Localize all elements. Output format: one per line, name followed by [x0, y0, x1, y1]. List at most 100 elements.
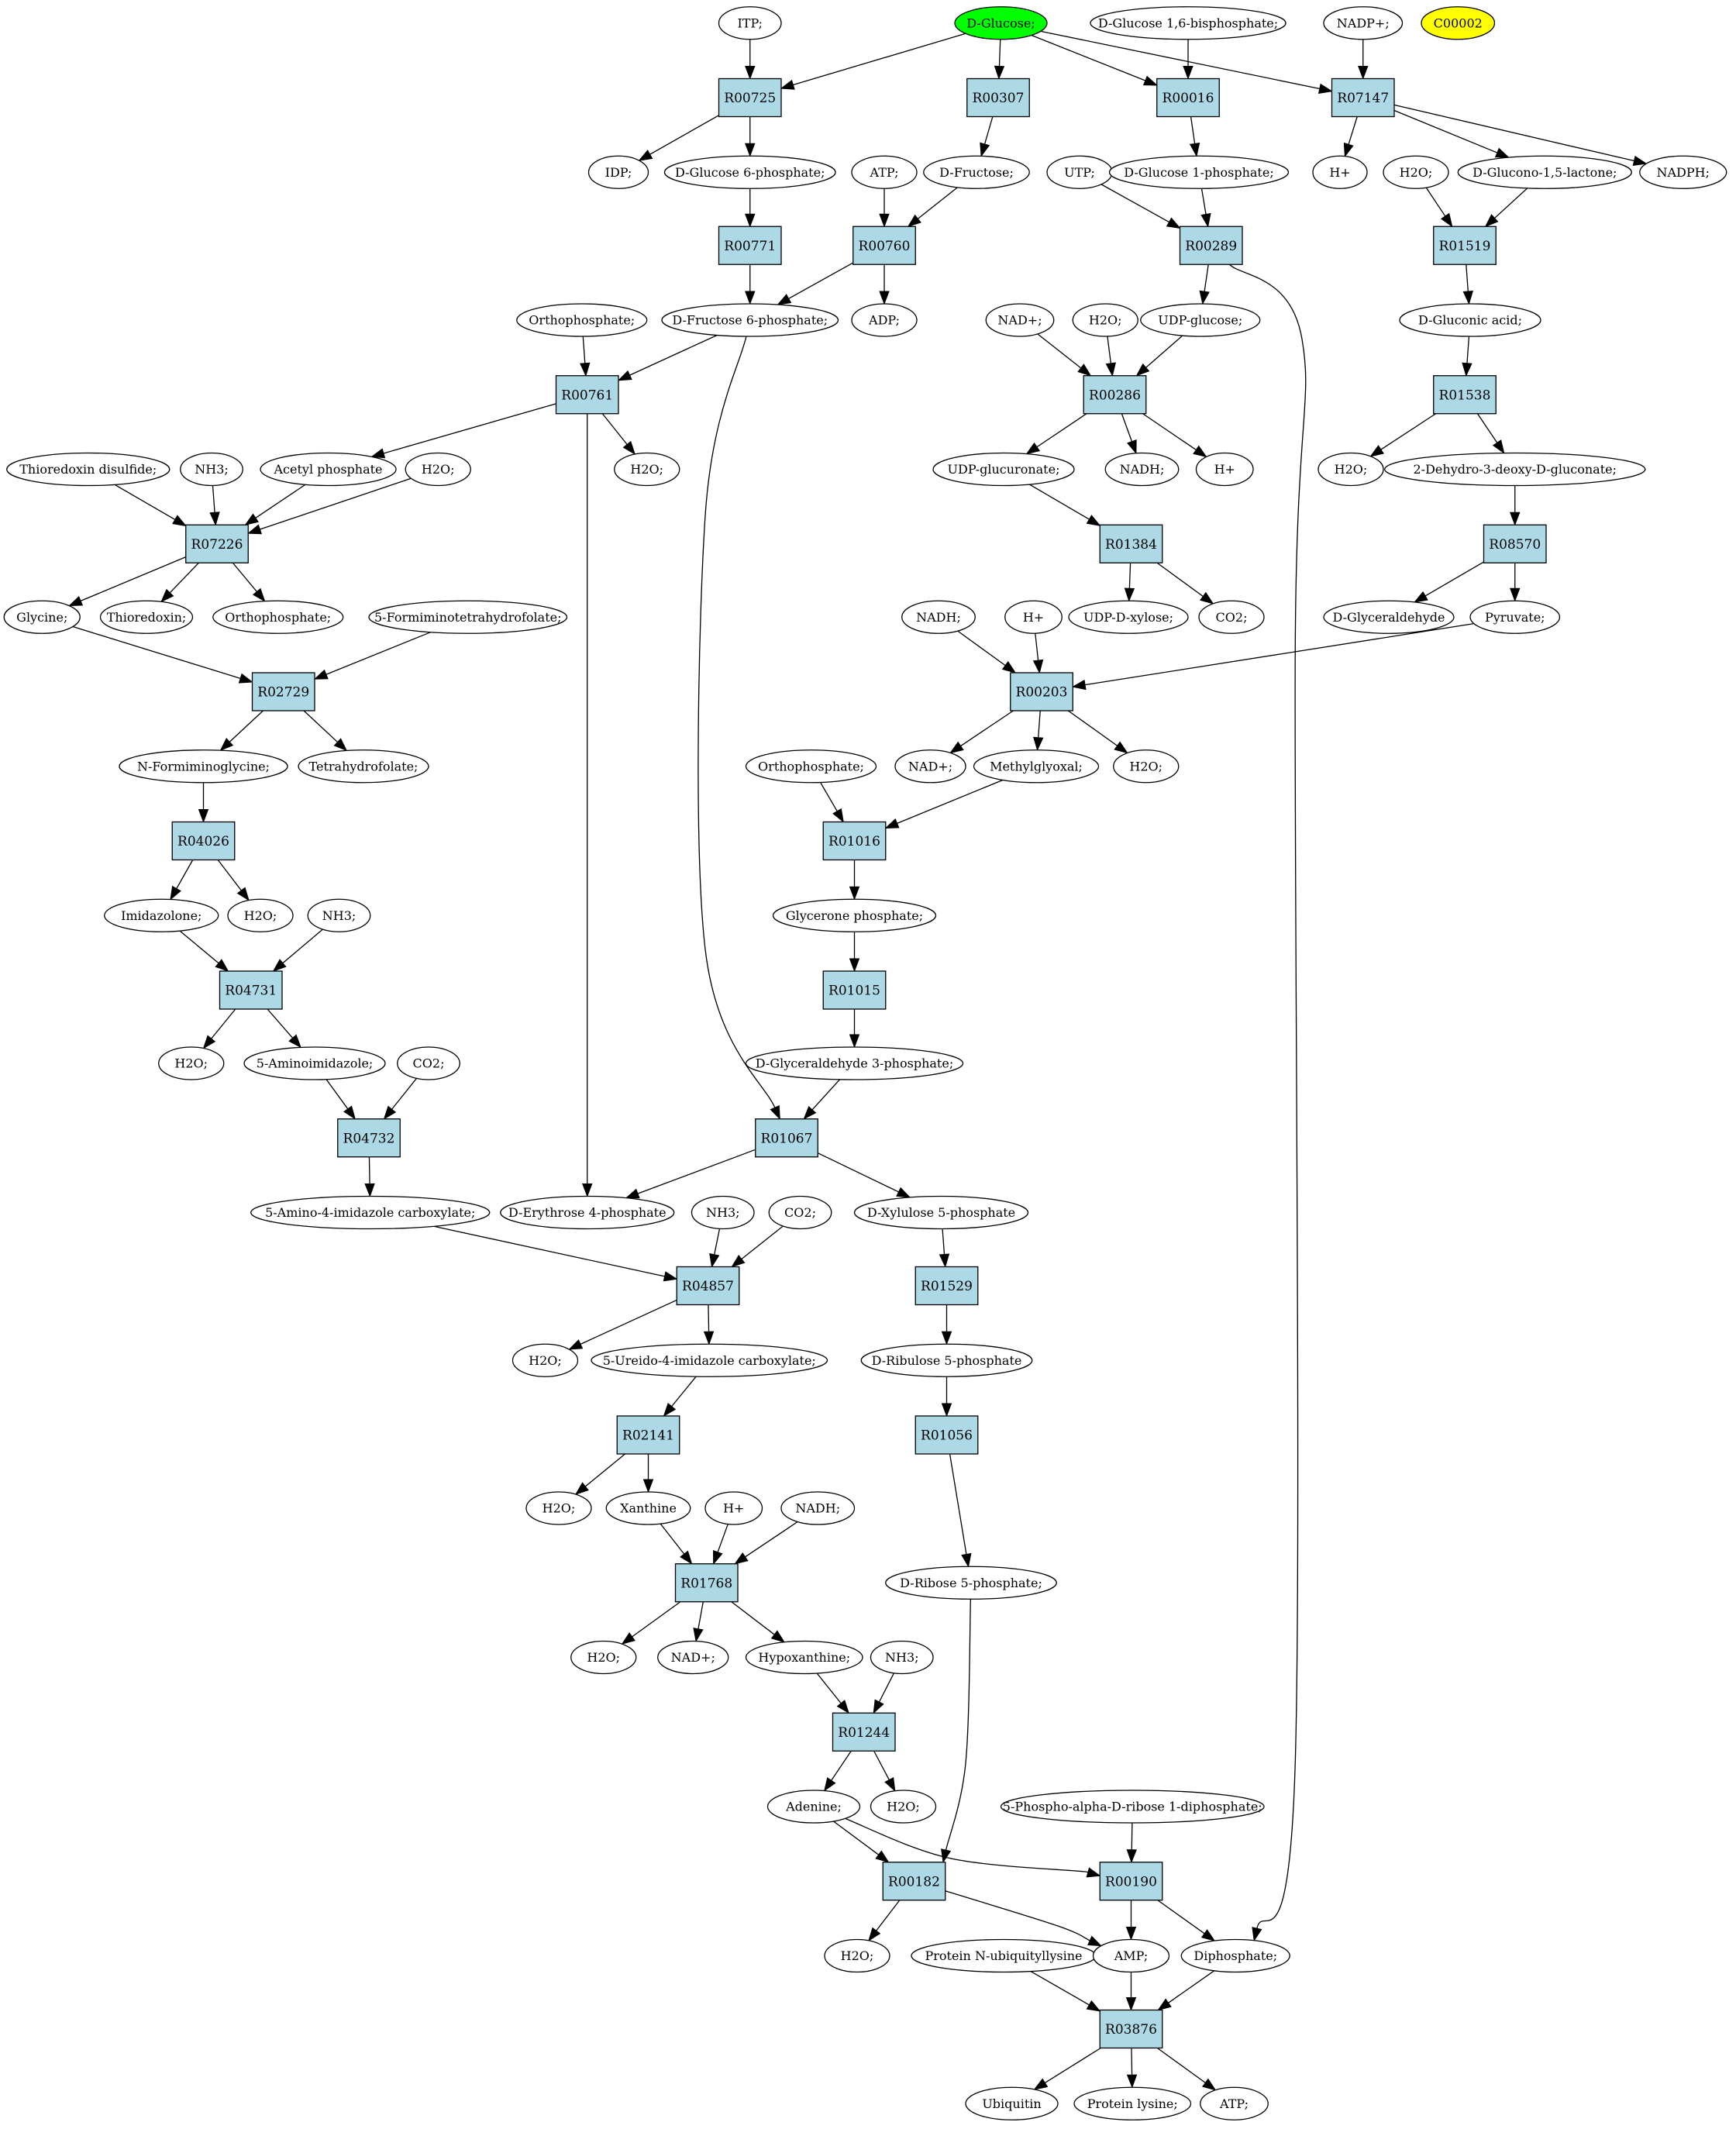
reaction-R00725[interactable]: R00725: [718, 78, 782, 118]
compound-idp[interactable]: IDP;: [587, 155, 649, 189]
reaction-R02141[interactable]: R02141: [616, 1415, 680, 1455]
compound-nad3[interactable]: NAD+;: [657, 1640, 729, 1675]
compound-co21[interactable]: CO2;: [1198, 600, 1265, 634]
reaction-R04732[interactable]: R04732: [337, 1118, 401, 1158]
compound-h2o4[interactable]: H2O;: [614, 452, 680, 487]
compound-udpxyl[interactable]: UDP-D-xylose;: [1068, 600, 1189, 634]
compound-h2o13[interactable]: H2O;: [824, 1938, 890, 1973]
compound-aminoimid[interactable]: 5-Aminoimidazole;: [243, 1046, 386, 1080]
reaction-R01538[interactable]: R01538: [1433, 375, 1497, 415]
reaction-R03876[interactable]: R03876: [1099, 2009, 1163, 2049]
compound-nadph[interactable]: NADPH;: [1639, 155, 1727, 189]
reaction-R00016[interactable]: R00016: [1156, 78, 1220, 118]
compound-adp[interactable]: ADP;: [851, 303, 918, 337]
compound-diphos[interactable]: Diphosphate;: [1180, 1938, 1290, 1973]
compound-x5p[interactable]: D-Xylulose 5-phosphate: [853, 1195, 1029, 1230]
compound-h2o10[interactable]: H2O;: [525, 1491, 592, 1525]
compound-nadh1[interactable]: NADH;: [1104, 452, 1180, 487]
compound-dglc16bp[interactable]: D-Glucose 1,6-bisphosphate;: [1090, 6, 1286, 40]
compound-h2o1[interactable]: H2O;: [1383, 155, 1449, 189]
reaction-R07226[interactable]: R07226: [185, 524, 249, 563]
compound-thio[interactable]: Thioredoxin;: [99, 600, 194, 634]
compound-fithf[interactable]: 5-Formiminotetrahydrofolate;: [368, 600, 568, 634]
compound-imidazolone[interactable]: Imidazolone;: [104, 898, 219, 932]
compound-kdg[interactable]: 2-Dehydro-3-deoxy-D-gluconate;: [1384, 452, 1646, 487]
compound-itp[interactable]: ITP;: [718, 6, 782, 40]
compound-h2o12[interactable]: H2O;: [870, 1790, 937, 1824]
compound-ubiquitin[interactable]: Ubiquitin: [965, 2086, 1059, 2120]
compound-aic[interactable]: 5-Amino-4-imidazole carboxylate;: [250, 1195, 491, 1230]
compound-nadp[interactable]: NADP+;: [1323, 6, 1404, 40]
reaction-R00760[interactable]: R00760: [852, 226, 916, 265]
compound-atp2[interactable]: ATP;: [1200, 2086, 1269, 2120]
compound-xanthine[interactable]: Xanthine: [605, 1491, 691, 1525]
compound-utp[interactable]: UTP;: [1046, 155, 1113, 189]
compound-nadh2[interactable]: NADH;: [901, 600, 976, 634]
compound-acp[interactable]: Acetyl phosphate: [260, 452, 397, 487]
reaction-R01015[interactable]: R01015: [822, 970, 887, 1010]
compound-nh31[interactable]: NH3;: [180, 452, 243, 487]
compound-pyruvate[interactable]: Pyruvate;: [1469, 600, 1561, 634]
compound-hplus4[interactable]: H+: [704, 1491, 763, 1525]
reaction-R00203[interactable]: R00203: [1010, 672, 1073, 711]
reaction-R01519[interactable]: R01519: [1433, 226, 1497, 265]
reaction-R04026[interactable]: R04026: [171, 821, 236, 861]
compound-thf[interactable]: Tetrahydrofolate;: [298, 749, 429, 784]
reaction-R00286[interactable]: R00286: [1083, 375, 1147, 415]
compound-nh33[interactable]: NH3;: [691, 1195, 755, 1230]
compound-co22[interactable]: CO2;: [397, 1046, 460, 1080]
reaction-R01529[interactable]: R01529: [914, 1266, 979, 1306]
compound-amp[interactable]: AMP;: [1092, 1938, 1170, 1973]
compound-gnp[interactable]: Glycerone phosphate;: [772, 898, 937, 932]
compound-glucono[interactable]: D-Glucono-1,5-lactone;: [1457, 155, 1632, 189]
reaction-R01056[interactable]: R01056: [914, 1415, 979, 1455]
compound-dg6p[interactable]: D-Glucose 6-phosphate;: [663, 155, 836, 189]
compound-plys[interactable]: Protein lysine;: [1073, 2086, 1192, 2120]
compound-thiodis[interactable]: Thioredoxin disulfide;: [6, 452, 170, 487]
compound-nfgly[interactable]: N-Formiminoglycine;: [119, 749, 288, 784]
reaction-R04857[interactable]: R04857: [676, 1266, 740, 1306]
reaction-R00182[interactable]: R00182: [882, 1862, 946, 1901]
compound-h2o8[interactable]: H2O;: [158, 1046, 225, 1080]
compound-h2o2[interactable]: H2O;: [1072, 303, 1138, 337]
compound-h2o7[interactable]: H2O;: [227, 898, 294, 932]
compound-orthop3[interactable]: Orthophosphate;: [745, 749, 877, 784]
compound-h2o3[interactable]: H2O;: [405, 452, 471, 487]
compound-orthop1[interactable]: Orthophosphate;: [516, 303, 648, 337]
reaction-R07147[interactable]: R07147: [1331, 78, 1395, 118]
compound-df6p[interactable]: D-Fructose 6-phosphate;: [661, 303, 839, 337]
compound-hplus1[interactable]: H+: [1312, 155, 1368, 189]
compound-r5p[interactable]: D-Ribose 5-phosphate;: [885, 1566, 1057, 1600]
compound-ru5p[interactable]: D-Ribulose 5-phosphate: [860, 1343, 1033, 1377]
reaction-R02729[interactable]: R02729: [251, 672, 315, 711]
reaction-R01244[interactable]: R01244: [832, 1712, 896, 1752]
reaction-R00307[interactable]: R00307: [966, 78, 1030, 118]
compound-dg1p[interactable]: D-Glucose 1-phosphate;: [1108, 155, 1290, 189]
compound-glcacid[interactable]: D-Gluconic acid;: [1399, 303, 1541, 337]
compound-hplus2[interactable]: H+: [1195, 452, 1254, 487]
compound-nad1[interactable]: NAD+;: [985, 303, 1055, 337]
compound-prpp[interactable]: 5-Phospho-alpha-D-ribose 1-diphosphate;: [1000, 1790, 1265, 1824]
compound-pnubl[interactable]: Protein N-ubiquityllysine: [911, 1938, 1097, 1973]
compound-nad2[interactable]: NAD+;: [894, 749, 966, 784]
compound-udpglcu[interactable]: UDP-glucuronate;: [932, 452, 1075, 487]
reaction-R01384[interactable]: R01384: [1099, 524, 1163, 563]
reaction-R04731[interactable]: R04731: [219, 970, 283, 1010]
compound-dglyald[interactable]: D-Glyceraldehyde: [1323, 600, 1455, 634]
compound-atp1[interactable]: ATP;: [851, 155, 918, 189]
compound-nh32[interactable]: NH3;: [307, 898, 371, 932]
compound-udpglc[interactable]: UDP-glucose;: [1140, 303, 1261, 337]
compound-e4p[interactable]: D-Erythrose 4-phosphate: [500, 1195, 675, 1230]
compound-glycine[interactable]: Glycine;: [3, 600, 81, 634]
compound-orthop2[interactable]: Orthophosphate;: [212, 600, 344, 634]
compound-hplus3[interactable]: H+: [1004, 600, 1063, 634]
reaction-R00771[interactable]: R00771: [718, 226, 782, 265]
compound-uic[interactable]: 5-Ureido-4-imidazole carboxylate;: [591, 1343, 828, 1377]
compound-h2o11[interactable]: H2O;: [570, 1640, 637, 1675]
reaction-R08570[interactable]: R08570: [1483, 524, 1547, 563]
compound-h2o6[interactable]: H2O;: [1113, 749, 1180, 784]
reaction-R01016[interactable]: R01016: [822, 821, 887, 861]
compound-c00002[interactable]: C00002: [1421, 6, 1496, 40]
compound-hypox[interactable]: Hypoxanthine;: [745, 1640, 863, 1675]
compound-adenine[interactable]: Adenine;: [766, 1790, 861, 1824]
